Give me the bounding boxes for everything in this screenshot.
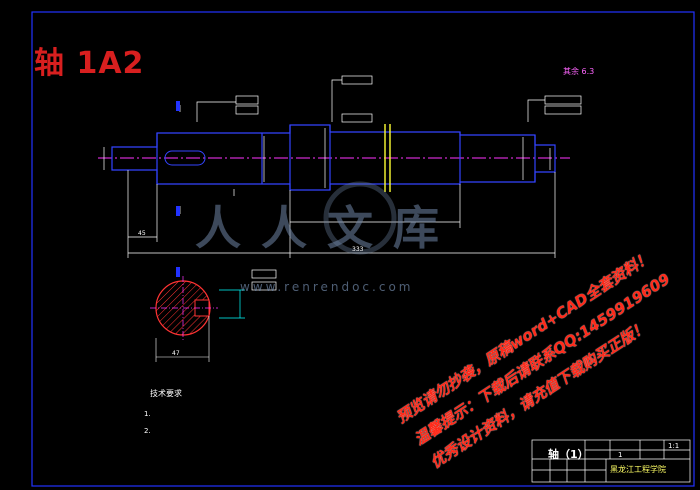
- title-block-school: 黑龙江工程学院: [610, 465, 666, 474]
- sheet-title: 轴 1A2: [34, 46, 145, 81]
- roughness-label: 其余: [563, 67, 579, 76]
- roughness-value: 6.3: [581, 67, 595, 76]
- watermark-ring: [323, 181, 397, 255]
- dim-section-width: 47: [172, 350, 180, 357]
- title-block-scale: 1:1: [668, 442, 680, 450]
- tech-requirement-2: 2.: [144, 427, 151, 435]
- shaft-outline: [111, 124, 556, 191]
- drawing-frame: [31, 11, 695, 487]
- title-block-part-name: 轴（1）: [548, 448, 589, 461]
- tolerance-frames: [235, 75, 582, 291]
- dim-left-length: 45: [138, 230, 146, 237]
- cross-section-view: [150, 276, 245, 362]
- dimension-lines: [103, 128, 556, 258]
- break-marks: [384, 124, 391, 192]
- keyway-slot: [164, 150, 206, 166]
- tech-requirement-1: 1.: [144, 410, 151, 418]
- tech-requirements-title: 技术要求: [150, 389, 182, 398]
- title-block-grid: [531, 439, 691, 483]
- title-block-qty: 1: [618, 451, 623, 459]
- dim-overall-length: 333: [352, 246, 364, 253]
- roughness-note: 其余 6.3: [563, 66, 594, 77]
- section-marks: [176, 101, 180, 277]
- watermark-brand: 人人文库: [195, 201, 459, 255]
- watermark-brand-url: www.renrendoc.com: [240, 280, 414, 294]
